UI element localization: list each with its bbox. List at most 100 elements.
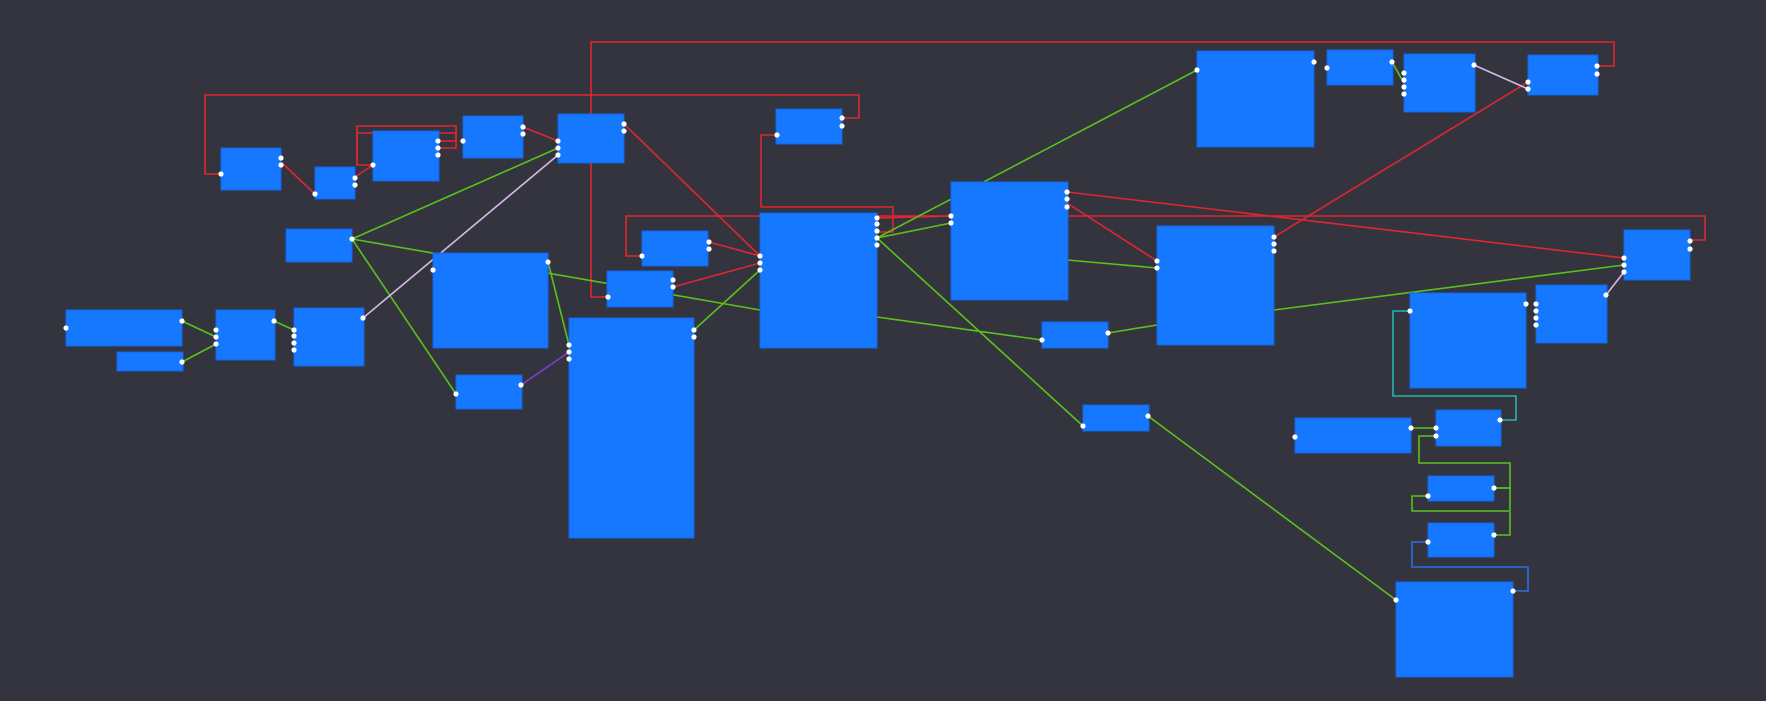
connection-port[interactable]: [1525, 86, 1531, 92]
connection-port[interactable]: [278, 162, 284, 168]
connection-port[interactable]: [566, 349, 572, 355]
connection-port[interactable]: [948, 213, 954, 219]
connection-port[interactable]: [555, 145, 561, 151]
graph-node[interactable]: [215, 309, 276, 361]
connection-port[interactable]: [520, 124, 526, 130]
connection-red-1[interactable]: [280, 161, 316, 195]
connection-port[interactable]: [706, 246, 712, 252]
connection-green-2[interactable]: [181, 343, 217, 363]
connection-red-6[interactable]: [672, 262, 761, 288]
connection-port[interactable]: [278, 155, 284, 161]
connection-lavender-2[interactable]: [1473, 64, 1529, 90]
connection-port[interactable]: [621, 128, 627, 134]
connection-port[interactable]: [774, 132, 780, 138]
connection-port[interactable]: [213, 341, 219, 347]
connection-port[interactable]: [213, 334, 219, 340]
connection-port[interactable]: [670, 277, 676, 283]
graph-node[interactable]: [314, 166, 356, 200]
connection-port[interactable]: [1433, 425, 1439, 431]
graph-node[interactable]: [1326, 49, 1394, 86]
graph-node[interactable]: [455, 374, 523, 410]
connection-port[interactable]: [1471, 62, 1477, 68]
connection-port[interactable]: [1154, 265, 1160, 271]
connection-port[interactable]: [1271, 248, 1277, 254]
connection-port[interactable]: [691, 334, 697, 340]
connection-red-5[interactable]: [708, 241, 761, 257]
connection-green-10[interactable]: [876, 222, 952, 239]
connection-green-8[interactable]: [693, 269, 761, 331]
connection-port[interactable]: [621, 121, 627, 127]
connection-port[interactable]: [1523, 301, 1529, 307]
connection-port[interactable]: [352, 175, 358, 181]
connection-port[interactable]: [1510, 588, 1516, 594]
connection-port[interactable]: [1401, 77, 1407, 83]
connection-port[interactable]: [1533, 315, 1539, 321]
connection-blue-1[interactable]: [1411, 541, 1529, 592]
connection-lavender-3[interactable]: [1605, 271, 1625, 296]
connection-port[interactable]: [1425, 493, 1431, 499]
connection-port[interactable]: [757, 260, 763, 266]
connection-green-4[interactable]: [351, 147, 559, 240]
connection-port[interactable]: [460, 138, 466, 144]
connection-port[interactable]: [271, 318, 277, 324]
connection-port[interactable]: [839, 123, 845, 129]
connection-port[interactable]: [1491, 532, 1497, 538]
connection-port[interactable]: [555, 138, 561, 144]
connection-port[interactable]: [291, 333, 297, 339]
connection-port[interactable]: [1603, 292, 1609, 298]
graph-node[interactable]: [372, 130, 440, 182]
connection-port[interactable]: [1154, 258, 1160, 264]
connection-port[interactable]: [706, 239, 712, 245]
connection-port[interactable]: [435, 152, 441, 158]
connection-red-8[interactable]: [1066, 191, 1625, 259]
connection-port[interactable]: [555, 152, 561, 158]
graph-node[interactable]: [285, 228, 353, 263]
connection-port[interactable]: [670, 284, 676, 290]
graph-node[interactable]: [1082, 404, 1150, 432]
graph-node[interactable]: [1535, 284, 1608, 344]
connection-port[interactable]: [1145, 413, 1151, 419]
graph-node[interactable]: [557, 113, 625, 164]
connection-green-6[interactable]: [351, 238, 761, 311]
connection-green-7[interactable]: [547, 261, 570, 346]
connection-port[interactable]: [1425, 539, 1431, 545]
connection-teal-1[interactable]: [1392, 310, 1517, 421]
connection-port[interactable]: [1039, 337, 1045, 343]
connection-port[interactable]: [218, 171, 224, 177]
connection-green-12[interactable]: [876, 316, 1043, 341]
connection-port[interactable]: [1064, 196, 1070, 202]
connection-port[interactable]: [1594, 63, 1600, 69]
connection-red-loop-top[interactable]: [590, 41, 1615, 298]
connection-port[interactable]: [1491, 485, 1497, 491]
connection-port[interactable]: [1497, 417, 1503, 423]
graph-node[interactable]: [1395, 581, 1514, 678]
connection-red-4[interactable]: [623, 123, 761, 257]
connection-green-15[interactable]: [1273, 264, 1625, 311]
connection-port[interactable]: [179, 359, 185, 365]
connection-port[interactable]: [1525, 79, 1531, 85]
connection-port[interactable]: [1080, 423, 1086, 429]
connection-port[interactable]: [1621, 262, 1627, 268]
graph-node[interactable]: [775, 108, 843, 145]
connection-port[interactable]: [545, 259, 551, 265]
connection-port[interactable]: [1401, 70, 1407, 76]
connection-port[interactable]: [874, 221, 880, 227]
graph-node[interactable]: [950, 181, 1069, 301]
graph-node[interactable]: [293, 307, 365, 367]
connection-green-16[interactable]: [1147, 415, 1397, 601]
connection-port[interactable]: [639, 253, 645, 259]
graph-node[interactable]: [220, 147, 282, 191]
graph-node[interactable]: [1427, 475, 1495, 502]
connection-red-loop-small[interactable]: [356, 125, 457, 166]
connection-port[interactable]: [1389, 59, 1395, 65]
graph-node[interactable]: [641, 230, 709, 267]
graph-node[interactable]: [1403, 53, 1476, 113]
connection-port[interactable]: [691, 327, 697, 333]
graph-node[interactable]: [116, 351, 184, 372]
connection-red-10[interactable]: [1273, 81, 1529, 238]
connection-port[interactable]: [1407, 308, 1413, 314]
connection-green-1[interactable]: [181, 320, 217, 338]
connection-port[interactable]: [291, 347, 297, 353]
connection-port[interactable]: [1533, 322, 1539, 328]
